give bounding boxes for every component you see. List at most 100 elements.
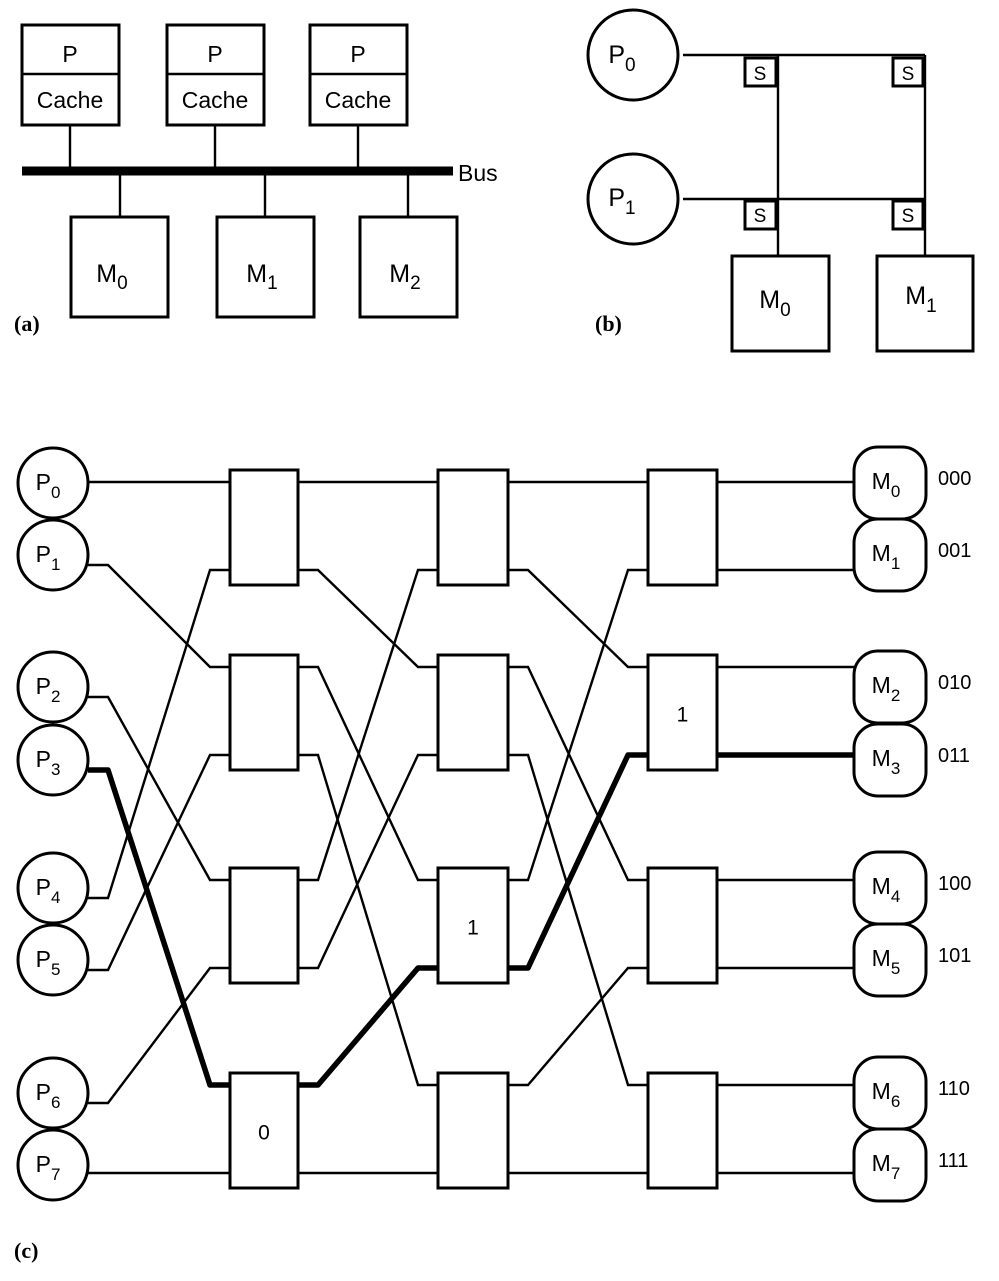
switch-box <box>228 653 300 772</box>
processor-label: P0 <box>36 469 61 502</box>
wire <box>88 563 230 669</box>
switch-element <box>228 866 300 985</box>
processor-node: P4 <box>16 851 90 925</box>
switch-box <box>646 1071 719 1190</box>
panel-c-label: (c) <box>14 1238 38 1263</box>
memory-label: M1 <box>872 540 901 573</box>
memory-address: 010 <box>938 672 971 694</box>
memory-module: M2 <box>358 175 459 319</box>
wire <box>508 753 648 1087</box>
memory-label: M1 <box>905 282 936 317</box>
switch-label: S <box>902 64 915 85</box>
memory-address: 000 <box>938 468 971 490</box>
highlighted-path <box>88 752 857 1088</box>
memory-label: M0 <box>96 260 127 294</box>
memory-address: 110 <box>938 1078 970 1100</box>
wire <box>298 665 438 882</box>
crosspoint-switch: S <box>891 56 925 88</box>
processor-circle <box>16 723 90 797</box>
wire <box>298 568 438 669</box>
switch-box <box>646 468 719 587</box>
processor-label: P0 <box>608 41 635 76</box>
switch-element <box>646 1071 719 1190</box>
processor-circle <box>16 923 90 997</box>
processor-circle <box>16 446 90 520</box>
memory-box <box>875 254 975 353</box>
memory-node: M5 101 <box>852 922 971 998</box>
wire <box>508 966 648 1087</box>
switch-bit-label: 1 <box>677 704 689 727</box>
switch-bit-label: 1 <box>467 917 479 940</box>
memory-address: 101 <box>938 945 971 967</box>
cache-label: Cache <box>325 87 391 113</box>
switch-label: S <box>754 206 767 227</box>
memory-module: M1 <box>215 175 316 319</box>
memory-box <box>69 215 170 319</box>
path-segment <box>508 752 648 971</box>
processor-label: P4 <box>36 874 61 907</box>
processor-node: P2 <box>16 650 90 724</box>
memory-node: M7 111 <box>852 1127 968 1203</box>
processor-node <box>586 152 680 246</box>
switch-box <box>743 56 778 88</box>
memory-address: 111 <box>938 1150 968 1172</box>
switch-box <box>891 199 925 231</box>
processor-node <box>586 8 680 102</box>
switch-element <box>228 468 300 587</box>
memory-box <box>852 722 928 798</box>
processor-label: P <box>350 41 365 67</box>
memory-box <box>852 1127 928 1203</box>
memory-box <box>215 215 316 319</box>
processor-node: P7 <box>16 1128 90 1202</box>
cache-label: Cache <box>37 87 103 113</box>
processor-cache-unit: P Cache <box>308 23 409 167</box>
memory-box <box>358 215 459 319</box>
processor-label: P <box>62 41 77 67</box>
memory-node: M1 001 <box>852 517 971 593</box>
switch-element: 0 <box>228 1071 300 1190</box>
processor-node: P1 <box>16 518 90 592</box>
processor-label: P2 <box>36 673 61 706</box>
switch-box <box>436 653 510 772</box>
memory-box <box>852 922 928 998</box>
switch-element <box>646 468 719 587</box>
processor-label: P1 <box>608 184 635 219</box>
crosspoint-switch: S <box>743 199 778 231</box>
switch-box <box>228 468 300 587</box>
memory-address: 001 <box>938 540 971 562</box>
switch-box <box>743 199 778 231</box>
memory-box <box>852 517 928 593</box>
memory-module: M0 <box>69 175 170 319</box>
memory-address: 011 <box>938 745 970 767</box>
memory-label: M7 <box>872 1150 901 1183</box>
cache-label: Cache <box>182 87 248 113</box>
processor-label: P7 <box>36 1151 61 1184</box>
processor-label: P1 <box>36 541 61 574</box>
memory-label: M5 <box>872 945 901 978</box>
switch-element <box>436 468 510 587</box>
processor-label: P5 <box>36 946 61 979</box>
memory-label: M2 <box>389 260 420 294</box>
wire <box>298 568 438 882</box>
path-segment <box>88 767 230 1088</box>
processor-node: P3 <box>16 723 90 797</box>
memory-address: 100 <box>938 873 971 895</box>
processor-node: P6 <box>16 1056 90 1130</box>
panel-a-label: (a) <box>14 311 40 336</box>
processor-circle <box>16 518 90 592</box>
switch-stages: 0 1 1 <box>228 468 719 1190</box>
switch-box <box>436 468 510 587</box>
switch-element: 1 <box>436 866 510 985</box>
panel-b: P0 P1 S S S S M0 M1 (b) <box>586 8 975 353</box>
processor-label: P3 <box>36 746 61 779</box>
panel-b-label: (b) <box>595 311 622 336</box>
